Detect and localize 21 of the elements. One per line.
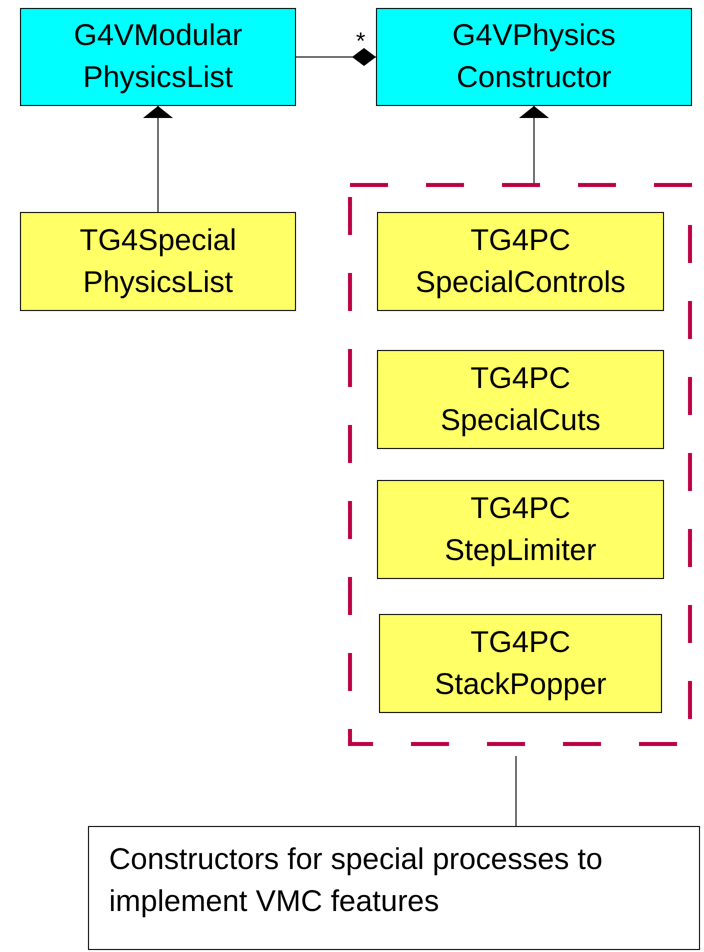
class-name: TG4PC SpecialCuts	[439, 360, 602, 438]
class-box	[377, 350, 664, 449]
class-box	[377, 212, 664, 311]
class-box	[379, 614, 662, 713]
class-name: G4VPhysics Constructor	[451, 18, 617, 96]
class-box	[376, 8, 692, 106]
class-box	[377, 480, 664, 579]
note-text: Constructors for special processes to implement VMC features	[109, 842, 604, 920]
class-box	[20, 212, 296, 311]
class-name: TG4PC SpecialControls	[414, 222, 627, 300]
class-name: TG4PC StepLimiter	[444, 490, 598, 568]
multiplicity-label: *	[356, 28, 366, 56]
note-box	[88, 826, 700, 950]
class-box	[20, 8, 296, 106]
class-name: TG4PC StackPopper	[434, 624, 608, 702]
composition-connector	[296, 48, 376, 66]
class-name: G4VModular PhysicsList	[72, 18, 244, 96]
group-frame	[348, 183, 692, 746]
inheritance-arrow	[519, 106, 549, 184]
inheritance-arrow	[143, 106, 173, 212]
class-name: TG4Special PhysicsList	[78, 222, 238, 300]
